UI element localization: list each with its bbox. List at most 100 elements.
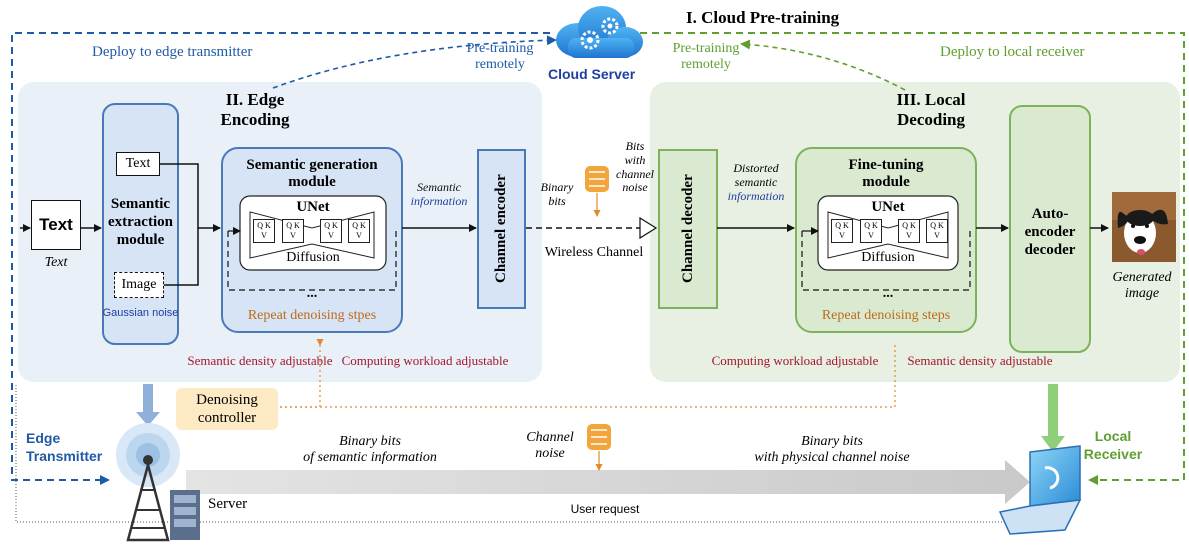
edge-transmitter-label: Edge Transmitter	[26, 430, 102, 465]
semantic-info-line2: information	[410, 193, 468, 208]
server-icon	[170, 490, 200, 540]
qkv-q: Q	[286, 221, 292, 230]
distorted-info-label: Distorted semantic information	[720, 161, 792, 203]
edge-workload-label: Computing workload adjustable	[341, 353, 509, 368]
noisy-bits-line2: with	[624, 152, 646, 167]
cloud-title: I. Cloud Pre-training	[686, 8, 840, 27]
local-workload-label: Computing workload adjustable	[711, 353, 879, 368]
autoencoder-line3: decoder	[1024, 242, 1076, 258]
qkv-k: K	[294, 221, 300, 230]
diffusion-label-edge: Diffusion	[286, 250, 340, 265]
qkv-k: K	[843, 221, 849, 230]
finetune-title: Fine-tuning module	[796, 157, 976, 192]
qkv-q: Q	[835, 221, 841, 230]
deploy-edge-label: Deploy to edge transmitter	[92, 44, 253, 60]
distorted-line3: information	[727, 188, 785, 203]
qkv-k: K	[265, 221, 271, 230]
qkv-q: Q	[257, 221, 263, 230]
local-rx-line1: Local	[1094, 428, 1132, 444]
noisy-bits-label: Bits with channel noise	[611, 139, 659, 195]
unet-label-local: UNet	[871, 199, 905, 215]
pretrain-edge-label: Pre-training remotely	[450, 41, 550, 73]
bottom-noise-icon	[587, 424, 611, 471]
user-request-label: User request	[570, 502, 640, 516]
local-title-line2: Decoding	[897, 109, 965, 129]
channel-decoder-label-wrap: Channel decoder	[659, 150, 717, 308]
pretrain-edge-line1: Pre-training	[466, 41, 534, 56]
channel-encoder-label: Channel encoder	[492, 174, 509, 284]
wireless-channel-label: Wireless Channel	[544, 245, 644, 260]
edge-down-arrow	[136, 384, 160, 426]
binary-bits-label: Binary bits	[534, 180, 580, 209]
pretrain-edge-arrow	[272, 35, 557, 89]
channel-noise-icon	[585, 166, 609, 217]
bits-semantic-line1: Binary bits	[339, 434, 401, 449]
qkv-q: Q	[352, 221, 358, 230]
autoencoder-decoder	[1009, 105, 1091, 353]
unet-shape-edge	[249, 211, 375, 259]
generation-title: Semantic generation module	[222, 157, 402, 192]
distorted-line2: semantic	[734, 174, 778, 189]
generated-line2: image	[1124, 286, 1160, 302]
generated-line1: Generated	[1112, 270, 1172, 285]
bits-semantic-line2: of semantic information	[303, 450, 437, 466]
laptop-icon	[998, 445, 1082, 535]
cloud-server-label: Cloud Server	[548, 66, 636, 82]
generated-dog-image	[1112, 192, 1176, 262]
extraction-text-box: Text	[116, 152, 160, 176]
extraction-label-line3: module	[116, 232, 165, 248]
qkv-v: V	[356, 231, 362, 240]
local-title-line1: III. Local	[896, 90, 966, 109]
qkv-v: V	[290, 231, 296, 240]
ellipsis-local: ...	[882, 286, 894, 301]
local-receiver-label: Local Receiver	[1076, 428, 1150, 463]
repeat-label-edge: Repeat denoising stpes	[247, 308, 377, 323]
qkv-v: V	[934, 231, 940, 240]
bits-physical-line2: with physical channel noise	[754, 450, 910, 466]
edge-title-line2: Encoding	[220, 109, 290, 129]
noisy-bits-line1: Bits	[625, 139, 645, 153]
qkv-q: Q	[324, 221, 330, 230]
extraction-image-box: Image	[114, 272, 164, 298]
edge-density-label: Semantic density adjustable	[187, 353, 333, 368]
autoencoder-label: Auto- encoder decoder	[1010, 205, 1090, 259]
qkv-v: V	[868, 231, 874, 240]
gaussian-noise-label: Gaussian noise	[102, 307, 179, 319]
qkv-v: V	[261, 231, 267, 240]
deploy-local-label: Deploy to local receiver	[940, 44, 1085, 60]
bits-semantic-label: Binary bits of semantic information	[270, 434, 470, 466]
qkv-k: K	[872, 221, 878, 230]
finetune-title-line1: Fine-tuning	[848, 157, 924, 173]
cloud-server-icon	[556, 6, 643, 58]
channel-encoder	[477, 149, 526, 309]
input-text-caption: Text	[44, 255, 68, 270]
transmission-arrow	[186, 460, 1030, 504]
local-title: III. Local Decoding	[872, 90, 990, 129]
local-down-arrow	[1041, 384, 1065, 452]
qkv-v: V	[328, 231, 334, 240]
binary-bits-line2: bits	[548, 193, 566, 208]
unet-shape-local	[827, 211, 949, 259]
noisy-bits-line3: channel	[616, 166, 654, 181]
local-rx-line2: Receiver	[1083, 445, 1143, 462]
extraction-label-line1: Semantic	[110, 196, 171, 212]
denoise-loop-local	[801, 231, 971, 291]
qkv-q: Q	[930, 221, 936, 230]
qkv-q: Q	[864, 221, 870, 230]
channel-encoder-label-wrap: Channel encoder	[478, 150, 525, 308]
server-label: Server	[208, 496, 248, 512]
diffusion-label-local: Diffusion	[861, 250, 915, 265]
pretrain-local-label: Pre-training remotely	[656, 41, 756, 73]
generation-title-line1: Semantic generation	[246, 157, 378, 173]
deploy-edge-path	[11, 32, 550, 485]
edge-tx-line1: Edge	[26, 430, 61, 446]
